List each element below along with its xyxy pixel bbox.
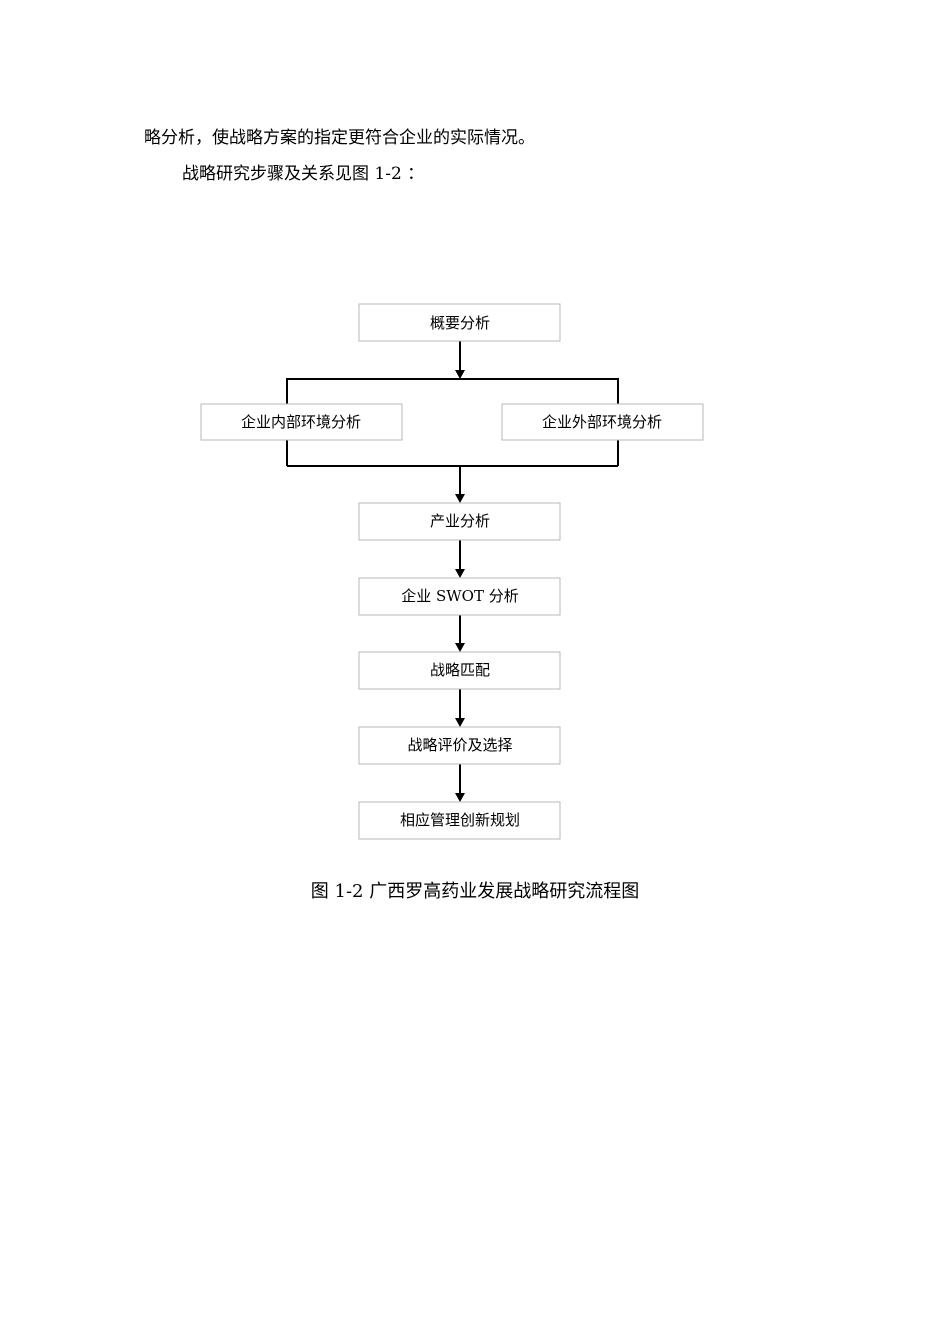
node-box [358, 502, 561, 541]
node-label: 相应管理创新规划 [400, 811, 520, 829]
node-label: 企业 SWOT 分析 [401, 587, 519, 605]
node-box [358, 801, 561, 840]
node-box [501, 403, 704, 441]
node-strategy-evaluation: 战略评价及选择 [358, 726, 561, 765]
node-box [200, 403, 403, 441]
arrowhead [455, 569, 465, 578]
node-box [358, 726, 561, 765]
figure-caption: 图 1-2 广西罗高药业发展战略研究流程图 [310, 881, 640, 902]
node-label: 企业外部环境分析 [542, 413, 662, 431]
node-label: 产业分析 [430, 512, 490, 530]
arrowhead [455, 793, 465, 802]
strategy-research-flowchart: 概要分析 企业内部环境分析 企业外部环境分析 产业分析 企业 SWOT 分析 战… [200, 303, 704, 840]
node-box [358, 577, 561, 616]
body-paragraph-figure-reference: 战略研究步骤及关系见图 1-2 ： [182, 164, 425, 184]
node-strategy-matching: 战略匹配 [358, 651, 561, 690]
node-box [358, 303, 561, 342]
arrowhead [455, 370, 465, 379]
node-external-environment: 企业外部环境分析 [501, 403, 704, 441]
arrowhead [455, 643, 465, 652]
node-management-innovation: 相应管理创新规划 [358, 801, 561, 840]
body-paragraph: 略分析，使战略方案的指定更符合企业的实际情况。 [144, 128, 535, 148]
connectors [286, 341, 619, 802]
node-overview: 概要分析 [358, 303, 561, 342]
node-industry-analysis: 产业分析 [358, 502, 561, 541]
arrowhead [455, 494, 465, 503]
node-box [358, 651, 561, 690]
node-label: 企业内部环境分析 [241, 413, 361, 431]
node-label: 战略评价及选择 [407, 736, 512, 754]
arrowhead [455, 718, 465, 727]
node-internal-environment: 企业内部环境分析 [200, 403, 403, 441]
node-label: 概要分析 [430, 314, 490, 332]
node-label: 战略匹配 [430, 661, 490, 679]
node-swot-analysis: 企业 SWOT 分析 [358, 577, 561, 616]
